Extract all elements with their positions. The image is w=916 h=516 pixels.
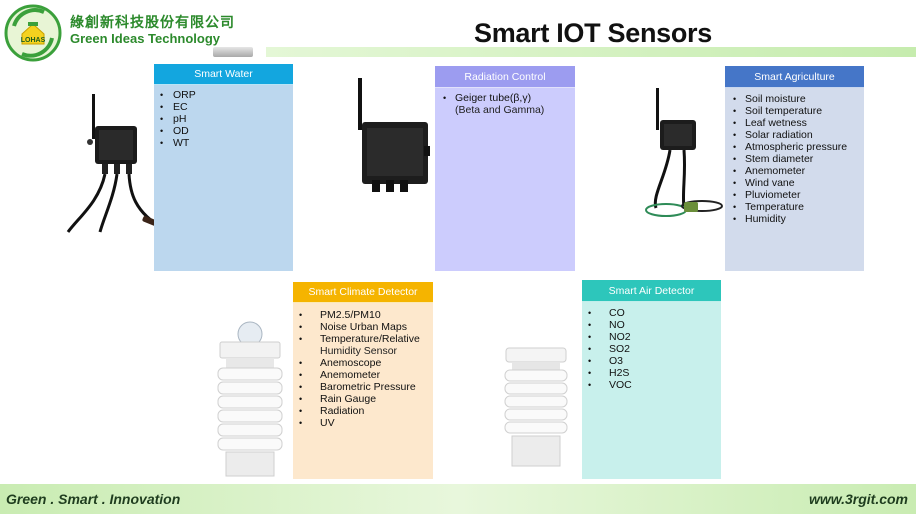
footer-website-link[interactable]: www.3rgit.com — [808, 491, 908, 507]
list-item: Barometric Pressure — [299, 381, 427, 393]
list-item: OD — [160, 125, 287, 137]
list-item: Pluviometer — [733, 189, 858, 201]
list-item: Humidity — [733, 213, 858, 225]
climate-detector-image — [217, 321, 283, 477]
list-item: O3 — [588, 355, 715, 367]
list-item: WT — [160, 137, 287, 149]
list-item: Leaf wetness — [733, 117, 858, 129]
air-detector-image — [504, 347, 568, 467]
list-radiation-control: Geiger tube(β,γ) — [435, 88, 575, 104]
list-item: ORP — [160, 89, 287, 101]
list-smart-agriculture: Soil moisture Soil temperature Leaf wetn… — [725, 88, 864, 225]
list-item: Anemometer — [299, 369, 427, 381]
list-item: SO2 — [588, 343, 715, 355]
list-item: Radiation — [299, 405, 427, 417]
list-item: Anemoscope — [299, 357, 427, 369]
footer-bar: Green . Smart . Innovation www.3rgit.com — [0, 484, 916, 514]
card-title-smart-water: Smart Water — [154, 64, 293, 85]
list-item: CO — [588, 307, 715, 319]
radiation-sensor-image — [358, 78, 430, 192]
card-title-radiation-control: Radiation Control — [435, 66, 575, 88]
list-item: pH — [160, 113, 287, 125]
list-item: Soil temperature — [733, 105, 858, 117]
list-item: NO2 — [588, 331, 715, 343]
list-item: EC — [160, 101, 287, 113]
list-item: Rain Gauge — [299, 393, 427, 405]
decor-bar-green — [266, 47, 916, 57]
list-smart-climate-detector-cont: Anemoscope Anemometer Barometric Pressur… — [293, 357, 433, 429]
list-item: VOC — [588, 379, 715, 391]
card-title-smart-climate-detector: Smart Climate Detector — [293, 282, 433, 303]
list-smart-water: ORP EC pH OD WT — [154, 85, 293, 149]
company-name-cn: 綠創新科技股份有限公司 — [70, 15, 235, 31]
decor-bar-grey — [213, 47, 253, 57]
footer-slogan: Green . Smart . Innovation — [6, 491, 181, 507]
page-title: Smart IOT Sensors — [474, 18, 712, 48]
card-title-smart-air-detector: Smart Air Detector — [582, 280, 721, 302]
list-item: PM2.5/PM10 — [299, 309, 427, 321]
list-item: Solar radiation — [733, 129, 858, 141]
card-smart-air-detector: Smart Air Detector CO NO NO2 SO2 O3 H2S … — [582, 280, 721, 479]
list-item: Noise Urban Maps — [299, 321, 427, 333]
list-item-continuation: Humidity Sensor — [320, 345, 398, 357]
card-title-smart-agriculture: Smart Agriculture — [725, 66, 864, 88]
card-smart-water: Smart Water ORP EC pH OD WT — [154, 64, 293, 271]
list-item: Anemometer — [733, 165, 858, 177]
lohas-logo: LOHAS — [4, 4, 62, 62]
list-item: Wind vane — [733, 177, 858, 189]
list-item: UV — [299, 417, 427, 429]
list-item: Temperature/Relative — [299, 333, 427, 345]
logo-text: LOHAS — [21, 37, 46, 44]
card-radiation-control: Radiation Control Geiger tube(β,γ) (Beta… — [435, 66, 575, 271]
list-smart-climate-detector: PM2.5/PM10 Noise Urban Maps Temperature/… — [293, 303, 433, 345]
company-name: 綠創新科技股份有限公司 Green Ideas Technology — [70, 16, 235, 45]
list-item: Atmospheric pressure — [733, 141, 858, 153]
list-item: Temperature — [733, 201, 858, 213]
card-smart-climate-detector: Smart Climate Detector PM2.5/PM10 Noise … — [293, 282, 433, 479]
list-item: Geiger tube(β,γ) — [443, 92, 569, 104]
list-item-continuation: (Beta and Gamma) — [455, 104, 545, 116]
list-item: H2S — [588, 367, 715, 379]
card-smart-agriculture: Smart Agriculture Soil moisture Soil tem… — [725, 66, 864, 271]
company-name-en: Green Ideas Technology — [70, 31, 221, 46]
list-item: Soil moisture — [733, 93, 858, 105]
list-item: Stem diameter — [733, 153, 858, 165]
agriculture-sensor-image — [645, 88, 723, 217]
list-smart-air-detector: CO NO NO2 SO2 O3 H2S VOC — [582, 302, 721, 391]
list-item: NO — [588, 319, 715, 331]
